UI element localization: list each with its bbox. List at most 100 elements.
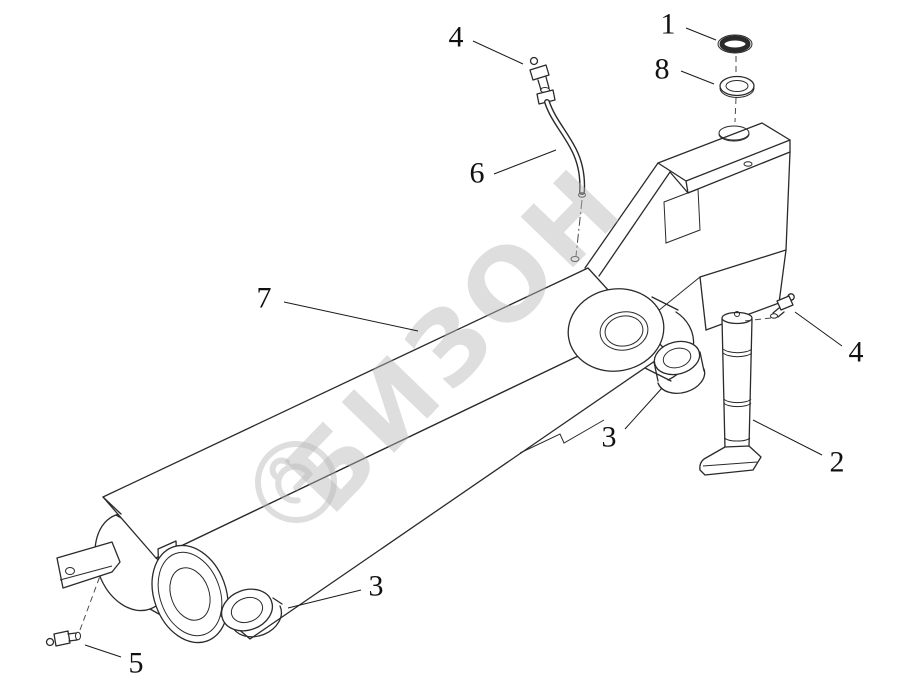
callout-label-1: 1 [661, 8, 676, 41]
head-top-plate [657, 122, 791, 182]
ring-inner [725, 80, 749, 92]
plate-thickness-left [685, 180, 689, 194]
pin-top [721, 311, 753, 325]
bracket-cutout [663, 188, 701, 244]
boss-face [567, 288, 665, 372]
o-ring-outline [717, 34, 753, 54]
pivot-pin [699, 311, 762, 476]
plate-bottom-edge [687, 151, 791, 194]
callout-leaders [84, 27, 843, 658]
leader-5 [84, 644, 122, 658]
callout-label-3-bottom: 3 [369, 570, 384, 603]
tube-tip [578, 192, 586, 198]
pivot-boss [567, 288, 695, 382]
pin-foot-edge [702, 461, 758, 467]
bushing-bottom-bore [230, 596, 264, 624]
tube-axis-dash [575, 199, 583, 257]
fitting-hex [53, 630, 71, 647]
callout-label-8: 8 [655, 53, 670, 86]
head-slope-outer [584, 162, 659, 269]
callout-label-2: 2 [830, 446, 845, 479]
boom-bottom-step [519, 419, 605, 454]
callout-labels: 1 8 4 6 7 3 2 4 3 5 [129, 8, 864, 680]
tube-port [570, 256, 580, 262]
leader-4-right [794, 311, 843, 347]
fitting-align-dash [79, 575, 101, 631]
bushing-middle [653, 340, 706, 394]
grease-fitting-left [45, 575, 101, 647]
fitting-stem-end [770, 313, 778, 319]
bushing-bottom-face [220, 588, 274, 632]
bushing-bottom [220, 588, 283, 638]
callout-label-6: 6 [470, 157, 485, 190]
beam-end-edge-left [699, 276, 707, 331]
head-bracket [584, 122, 791, 331]
boss-bore-outer [599, 311, 649, 351]
leader-6 [493, 149, 557, 175]
plate-hole-rim [718, 133, 750, 142]
head-slope-inner [598, 171, 671, 277]
watermark-logo-glyph [269, 457, 314, 504]
fitting-hex [529, 64, 550, 81]
leader-1 [685, 27, 717, 41]
leader-8 [680, 70, 715, 85]
ring-part8 [719, 75, 755, 98]
fitting-stem-right [777, 311, 785, 318]
head-bottom-edge [699, 249, 787, 278]
pin-right-edge [748, 318, 753, 448]
left-tube-front [151, 544, 229, 644]
o-ring-part1 [717, 34, 753, 54]
grease-fitting-right [743, 293, 795, 322]
ring-align-dash-lower [734, 97, 737, 123]
pin-groove-foot [724, 437, 751, 442]
fitting-ball [529, 56, 539, 66]
leader-2 [752, 419, 823, 456]
callout-label-4-top: 4 [449, 21, 464, 54]
watermark-logo [255, 441, 337, 523]
fitting-ball [45, 637, 55, 647]
leader-4-top [472, 40, 524, 65]
fitting-stem-left [772, 307, 780, 314]
beam-end-edge-right [778, 249, 787, 304]
head-right-edge [785, 151, 791, 251]
pin-shaft-fill [722, 319, 752, 449]
leader-3-bottom [287, 589, 362, 609]
pin-groove-lower [723, 398, 752, 408]
plate-small-hole [743, 161, 753, 167]
fitting-stem-top [67, 632, 77, 635]
bushing-middle-bore [662, 347, 692, 369]
boss-bore-inner [604, 315, 644, 347]
callout-label-3-middle: 3 [602, 421, 617, 454]
fitting-hex [776, 295, 794, 311]
grease-fitting-top [529, 56, 550, 93]
plate-corner-fold [669, 171, 689, 194]
leader-3-middle [624, 387, 663, 430]
fitting-stem-bottom [68, 639, 78, 642]
lube-tube-part6 [536, 89, 586, 262]
boom-end-edge [102, 496, 122, 515]
tube-line-inner [545, 100, 584, 194]
pin-foot [699, 445, 762, 476]
foot-hole [65, 567, 75, 575]
ring-outer [719, 75, 755, 97]
fitting-stem-left [537, 79, 542, 91]
tube-face [151, 544, 229, 644]
pin-top-nub [734, 311, 740, 317]
pin-groove-upper [723, 348, 752, 358]
pin-left-edge [721, 318, 726, 450]
fitting-stem-end [75, 631, 81, 641]
fitting-stem-right [545, 76, 550, 89]
watermark-logo-ring [255, 441, 337, 523]
ring-rim [719, 87, 755, 98]
o-ring-body [719, 35, 751, 53]
callout-label-5: 5 [129, 647, 144, 680]
plate-hole [718, 125, 750, 141]
tube-bore [169, 567, 211, 621]
tube-nut [536, 89, 556, 105]
callout-label-4-right: 4 [849, 336, 864, 369]
leader-7 [283, 301, 419, 332]
fitting-align-dash [743, 317, 772, 322]
tube-chamfer [157, 551, 223, 637]
